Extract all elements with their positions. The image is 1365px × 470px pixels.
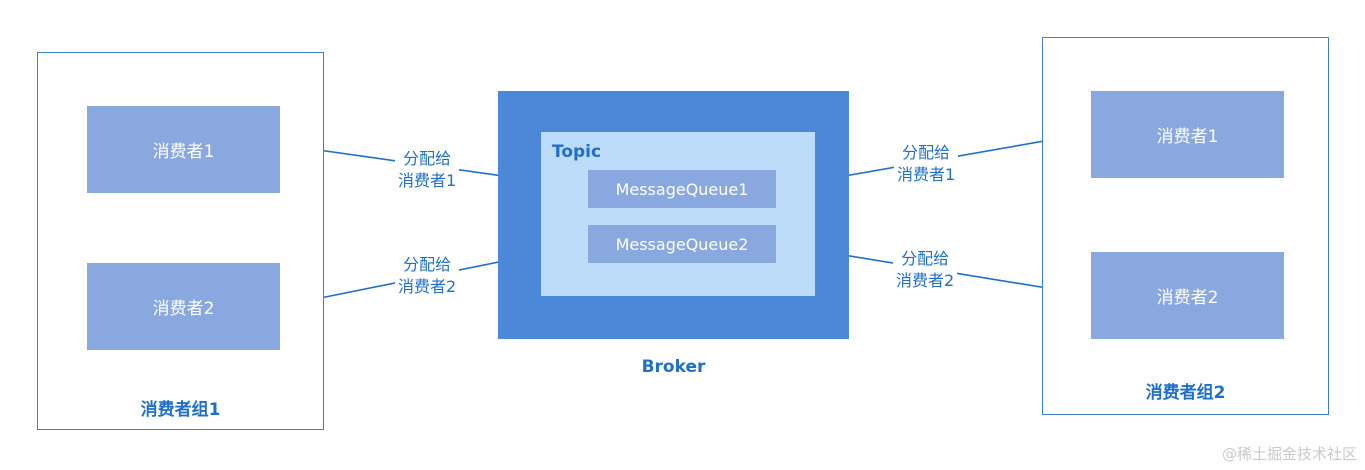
topic-label: Topic: [552, 142, 602, 162]
broker-label: Broker: [641, 357, 706, 377]
message-queue-1: MessageQueue1: [588, 170, 776, 208]
consumer-group-1-title: 消费者组1: [140, 400, 221, 420]
group1-consumer-2: 消费者2: [87, 263, 280, 350]
edge-label-left-2: 分配给 消费者2: [395, 254, 460, 298]
edge-label-right-1-line2: 消费者1: [897, 165, 956, 184]
edge-label-right-1: 分配给 消费者1: [894, 142, 959, 186]
watermark: @稀土掘金技术社区: [1221, 445, 1357, 463]
edge-label-left-1-line1: 分配给: [403, 149, 452, 168]
group2-consumer-1: 消费者1: [1091, 91, 1284, 178]
message-queue-2: MessageQueue2: [588, 225, 776, 263]
topic-box: [541, 132, 815, 296]
edge-label-left-2-line1: 分配给: [403, 255, 452, 274]
group2-consumer-2: 消费者2: [1091, 252, 1284, 339]
edge-label-left-1-line2: 消费者1: [398, 171, 457, 190]
edge-label-left-1: 分配给 消费者1: [395, 148, 460, 192]
edge-label-right-2-line2: 消费者2: [896, 271, 955, 290]
edge-label-right-2: 分配给 消费者2: [893, 248, 958, 292]
edge-label-right-1-line1: 分配给: [902, 143, 951, 162]
consumer-group-2-title: 消费者组2: [1145, 383, 1226, 403]
edge-label-right-2-line1: 分配给: [901, 249, 950, 268]
group1-consumer-1: 消费者1: [87, 106, 280, 193]
edge-label-left-2-line2: 消费者2: [398, 277, 457, 296]
